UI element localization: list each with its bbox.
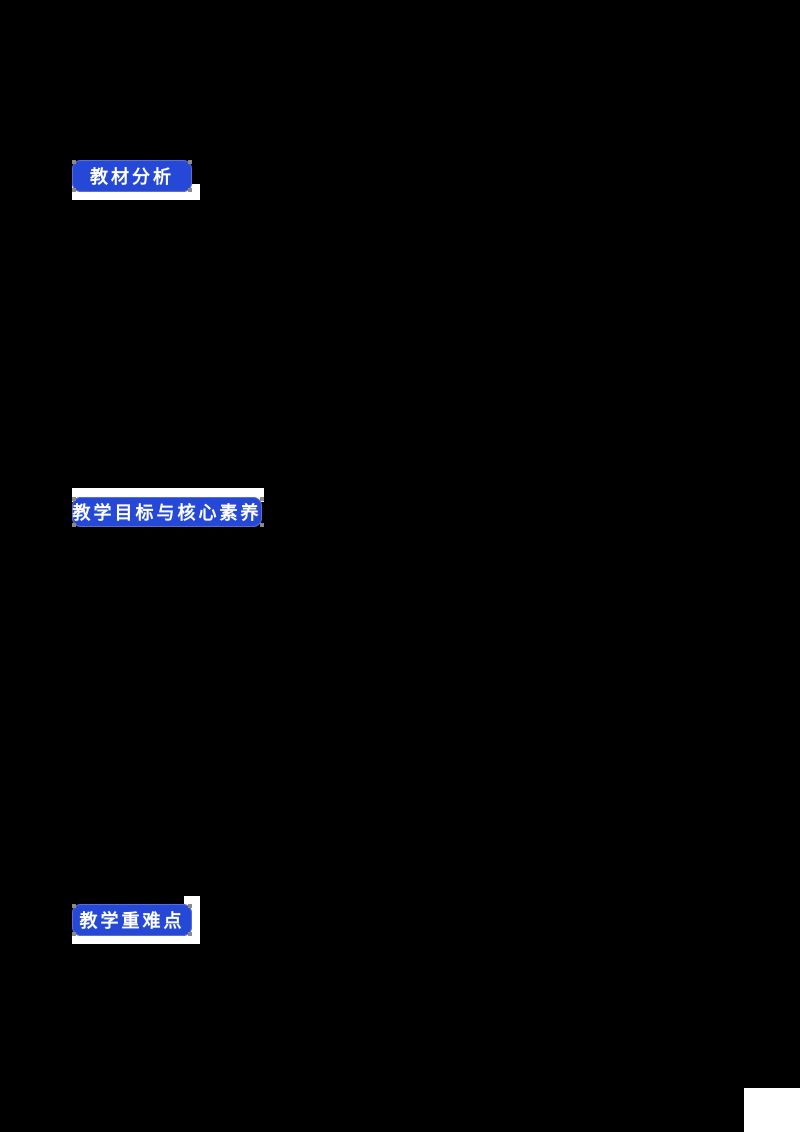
section-heading-badge: 教材分析 <box>72 160 192 192</box>
section-heading-badge: 教学重难点 <box>72 904 192 936</box>
section-heading-text: 教学目标与核心素养 <box>72 503 262 524</box>
badge-corner-mark <box>72 904 76 908</box>
badge-corner-mark <box>188 904 192 908</box>
badge-corner-mark <box>72 523 76 527</box>
badge-corner-mark <box>72 160 76 164</box>
section-heading-badge: 教学目标与核心素养 <box>72 497 262 527</box>
section-heading-text: 教材分析 <box>90 167 174 188</box>
section-heading-text: 教学重难点 <box>79 911 185 932</box>
badge-corner-mark <box>188 160 192 164</box>
badge-corner-mark <box>260 497 264 501</box>
badge-corner-mark <box>72 497 76 501</box>
section-key-difficult-points: 教学重难点 <box>72 896 200 944</box>
page-corner-block <box>744 1088 800 1132</box>
section-textbook-analysis: 教材分析 <box>72 160 200 200</box>
badge-corner-mark <box>188 188 192 192</box>
badge-corner-mark <box>72 932 76 936</box>
section-teaching-objectives: 教学目标与核心素养 <box>72 488 264 528</box>
badge-corner-mark <box>72 188 76 192</box>
badge-corner-mark <box>188 932 192 936</box>
badge-corner-mark <box>260 523 264 527</box>
